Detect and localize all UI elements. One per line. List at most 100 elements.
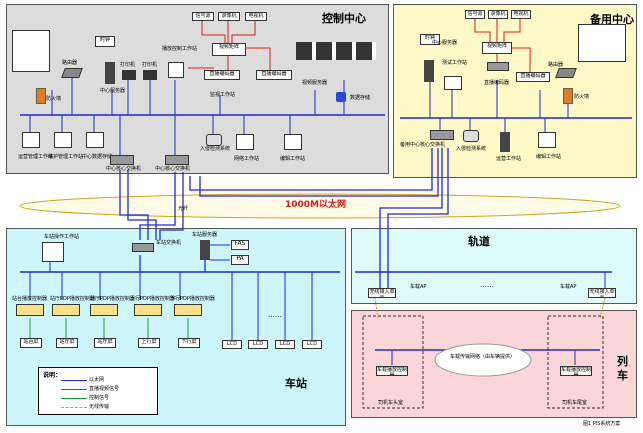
cc-switch-matrix: 视频矩阵	[212, 43, 246, 56]
cab-right-frame	[547, 315, 604, 409]
bc-core-switch-label: 备用中心核心交换机	[400, 142, 446, 148]
bc-ops-station-label: 运营工作站	[496, 156, 522, 162]
intrusion-icon	[463, 130, 479, 142]
bc-live-encoder2-label: 直播编码器	[484, 80, 510, 86]
monitor-icon	[578, 24, 626, 62]
fiber-label: 光纤	[178, 206, 189, 212]
tr-unit-right: 无线接入单元	[588, 288, 616, 298]
bc-top-box-1: 录像机	[488, 10, 508, 19]
server-icon	[105, 62, 115, 84]
bc-top-box-0: 信号源	[465, 10, 485, 19]
station-drops	[29, 262, 313, 340]
cc-top-box-2: 电视机	[245, 12, 267, 21]
tr-ellipsis: ……	[480, 281, 494, 289]
monitor-icon	[12, 30, 50, 72]
switch-icon	[430, 130, 454, 140]
st-lcd-3: LCD	[302, 340, 322, 349]
train-cab-right: 司机车尾室	[562, 400, 588, 406]
train-cloud	[434, 343, 532, 377]
legend-title: 说明：	[43, 372, 62, 379]
control-video-lines	[188, 20, 271, 70]
st-player-label-4: 下行PDP播放控制器	[170, 296, 215, 302]
st-player-box-3	[134, 304, 162, 316]
cc-center-switch1-label: 中心核心交换机	[106, 166, 142, 172]
video-wall-icon	[296, 42, 376, 60]
cc-top-box-1: 录像机	[218, 12, 240, 21]
legend-item-ethernet: 以太网	[89, 377, 105, 383]
track-drops	[379, 272, 606, 290]
st-screen-4: 下行屏	[178, 338, 200, 348]
st-screen-1: 站厅屏	[56, 338, 78, 348]
intrusion-icon	[206, 134, 222, 146]
workstation-icon	[168, 62, 184, 78]
firewall-icon	[563, 88, 573, 104]
st-server-label: 车站服务器	[192, 232, 218, 238]
legend-item-wireless: 无线传输	[89, 404, 110, 410]
legend: 说明： 以太网 直播视频信号 控制信号 无线传输	[38, 367, 158, 415]
laptop-icon	[444, 76, 462, 90]
st-player-box-0	[16, 304, 44, 316]
train-cab-left: 司机车头室	[378, 400, 404, 406]
workstation-icon	[236, 134, 254, 150]
workstation-icon	[538, 132, 556, 148]
workstation-icon	[86, 132, 104, 148]
st-player-label-2: 站厅PDP播放控制器	[90, 296, 135, 302]
cc-intrusion-label: 入侵检测系统	[200, 146, 231, 152]
fiber-links	[119, 148, 449, 290]
station-control-lines	[29, 318, 189, 338]
cc-network-ws-label: 网络工作站	[234, 156, 260, 162]
figure-caption: 图1 PIS系统方案	[583, 421, 621, 427]
st-switch-label: 车站交换机	[156, 240, 182, 246]
st-screen-0: 站台屏	[20, 338, 42, 348]
cc-printer1-label: 打印机	[120, 62, 136, 68]
legend-line-video	[61, 389, 87, 390]
storage-icon	[336, 92, 346, 102]
workstation-icon	[42, 242, 64, 262]
printer-icon	[122, 70, 136, 80]
st-player-label-0: 站台播放控制器	[12, 296, 48, 302]
cc-editing-station-label: 编辑工作站	[280, 156, 306, 162]
bc-live-encoder: 直播编码器	[516, 72, 550, 82]
legend-item-control: 控制信号	[89, 395, 110, 401]
control-center-title: 控制中心	[322, 12, 366, 25]
cc-clock: 时钟	[95, 36, 115, 47]
bc-switch-matrix: 视频矩阵	[482, 42, 512, 54]
bc-router-label: 路由器	[548, 62, 564, 68]
server-icon	[424, 60, 434, 82]
bc-server-label: 中心服务器	[432, 40, 458, 46]
cc-center-switch2-label: 中心核心交换机	[155, 166, 191, 172]
cc-top-box-0: 信号源	[192, 12, 214, 21]
st-player-label-1: 站厅PDP播放控制器	[50, 296, 95, 302]
switch-icon	[487, 62, 509, 71]
bc-intrusion-label: 入侵检测系统	[456, 146, 487, 152]
firewall-icon	[36, 88, 46, 104]
station-title: 车站	[285, 377, 307, 390]
cc-storage-label: 数据存储	[350, 95, 371, 101]
bc-test-station-label: 测试工作站	[442, 60, 468, 66]
legend-line-control	[61, 398, 87, 399]
wireless-links	[374, 297, 606, 319]
router-icon	[555, 68, 577, 78]
bc-firewall-label: 防火墙	[574, 94, 590, 100]
tr-ap-left: 车载AP	[410, 284, 427, 290]
bc-top-box-2: 电视机	[511, 10, 531, 19]
st-lcd-0: LCD	[222, 340, 242, 349]
st-lcd-2: LCD	[275, 340, 295, 349]
st-ellipsis: ……	[268, 311, 282, 319]
train-box-right: 车载播放控制器	[560, 366, 592, 376]
server-icon	[200, 240, 210, 260]
cc-monitor-station-label: 播放控制工作站	[162, 46, 198, 52]
cc-video-server-label: 视频服务器	[302, 80, 328, 86]
track-title: 轨道	[468, 235, 490, 248]
tr-ap-right: 车载AP	[560, 284, 577, 290]
st-player-label-3: 上行PDP播放控制器	[130, 296, 175, 302]
cc-printer2-label: 打印机	[142, 62, 158, 68]
switch-icon	[132, 243, 154, 252]
legend-line-wireless	[61, 407, 87, 408]
server-icon	[500, 132, 510, 152]
switch-icon	[165, 155, 189, 165]
train-box-left: 车载播放控制器	[376, 366, 408, 376]
cc-maint-station-label: 维护管理工作站	[48, 154, 84, 160]
st-fas: FAS	[231, 240, 249, 250]
